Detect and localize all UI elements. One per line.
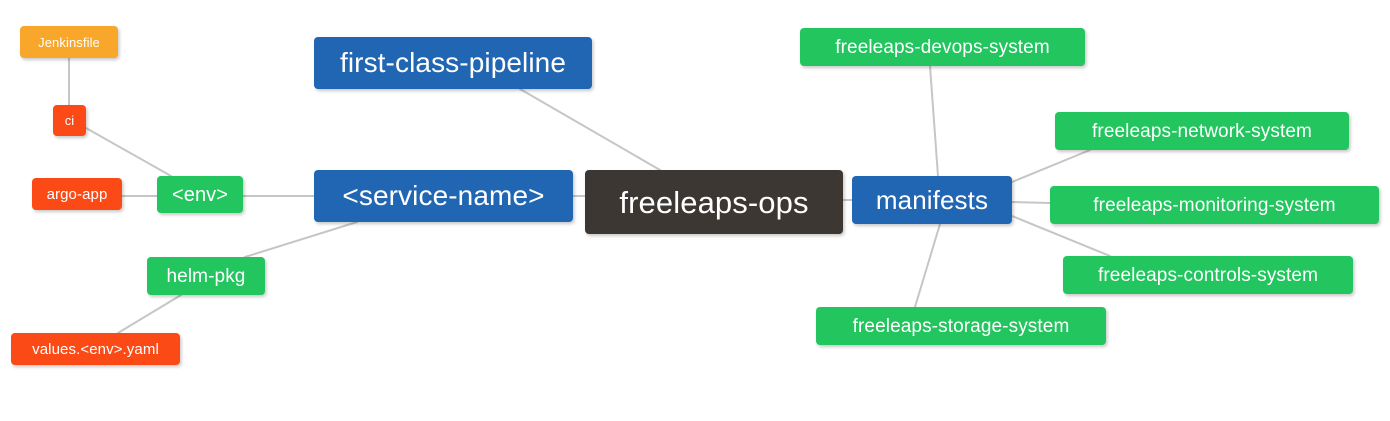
node-freeleaps-devops-system[interactable]: freeleaps-devops-system (800, 28, 1085, 66)
node-service-name[interactable]: <service-name> (314, 170, 573, 222)
node-freeleaps-controls-system[interactable]: freeleaps-controls-system (1063, 256, 1353, 294)
node-freeleaps-ops[interactable]: freeleaps-ops (585, 170, 843, 234)
node-label-manifests: manifests (875, 185, 989, 215)
node-label-freeleaps-storage-system: freeleaps-storage-system (852, 315, 1070, 337)
node-freeleaps-network-system[interactable]: freeleaps-network-system (1055, 112, 1349, 150)
node-label-argo-app: argo-app (46, 185, 108, 203)
node-label-ci: ci (64, 113, 75, 128)
node-argo-app[interactable]: argo-app (32, 178, 122, 210)
node-manifests[interactable]: manifests (852, 176, 1012, 224)
node-first-class-pipeline[interactable]: first-class-pipeline (314, 37, 592, 89)
edge-manifests-to-freeleaps-network-system (1011, 149, 1091, 183)
edge-helm-pkg-to-service-name (244, 221, 358, 258)
node-label-freeleaps-monitoring-system: freeleaps-monitoring-system (1093, 194, 1336, 216)
node-label-values-yaml: values.<env>.yaml (32, 340, 159, 358)
node-label-service-name: <service-name> (342, 180, 545, 211)
node-label-env: <env> (171, 183, 229, 206)
node-ci[interactable]: ci (53, 105, 86, 136)
edge-ci-to-env (85, 127, 172, 177)
node-label-freeleaps-network-system: freeleaps-network-system (1092, 120, 1312, 142)
edge-manifests-to-freeleaps-monitoring-system (1011, 201, 1051, 204)
edge-values-yaml-to-helm-pkg (117, 294, 182, 334)
node-label-freeleaps-ops: freeleaps-ops (619, 184, 809, 220)
node-label-helm-pkg: helm-pkg (166, 265, 246, 287)
edge-manifests-to-freeleaps-storage-system (914, 223, 941, 308)
node-freeleaps-storage-system[interactable]: freeleaps-storage-system (816, 307, 1106, 345)
node-freeleaps-monitoring-system[interactable]: freeleaps-monitoring-system (1050, 186, 1379, 224)
node-env[interactable]: <env> (157, 176, 243, 213)
node-values-yaml[interactable]: values.<env>.yaml (11, 333, 180, 365)
node-label-freeleaps-devops-system: freeleaps-devops-system (835, 36, 1050, 58)
edge-manifests-to-freeleaps-devops-system (929, 65, 939, 177)
node-label-freeleaps-controls-system: freeleaps-controls-system (1097, 264, 1319, 286)
edge-first-class-pipeline-to-freeleaps-ops (519, 88, 661, 171)
node-label-jenkinsfile: Jenkinsfile (38, 34, 100, 50)
node-label-first-class-pipeline: first-class-pipeline (339, 47, 567, 78)
node-jenkinsfile[interactable]: Jenkinsfile (20, 26, 118, 58)
node-helm-pkg[interactable]: helm-pkg (147, 257, 265, 295)
